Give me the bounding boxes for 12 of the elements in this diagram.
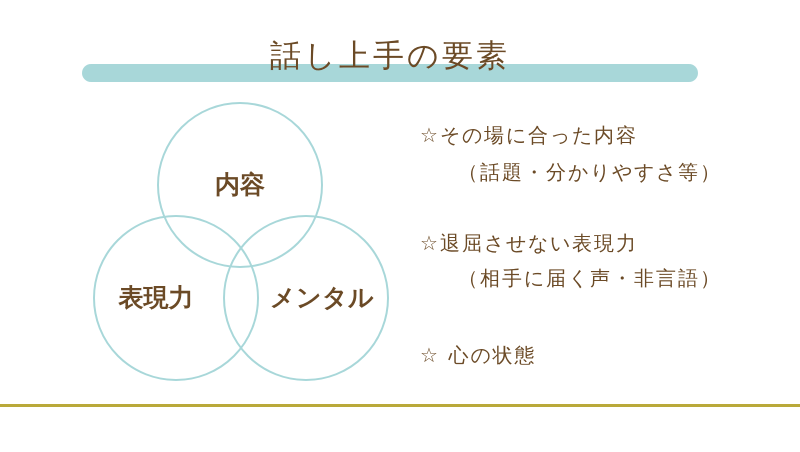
venn-circle (157, 102, 323, 268)
bullet-text: ☆ 心の状態 (420, 342, 536, 369)
bullet-text: ☆退屈させない表現力 (420, 230, 638, 257)
bullet-text: ☆その場に合った内容 (420, 122, 638, 149)
bullet-text: （話題・分かりやすさ等） (458, 159, 722, 186)
title-banner: 話し上手の要素 (82, 36, 698, 82)
circle-label: 表現力 (117, 282, 194, 314)
circle-label: 内容 (214, 169, 266, 201)
bullet-text: （相手に届く声・非言語） (458, 265, 722, 292)
circle-label: メンタル (269, 282, 375, 314)
venn-circle (93, 215, 259, 381)
venn-circle (223, 215, 389, 381)
